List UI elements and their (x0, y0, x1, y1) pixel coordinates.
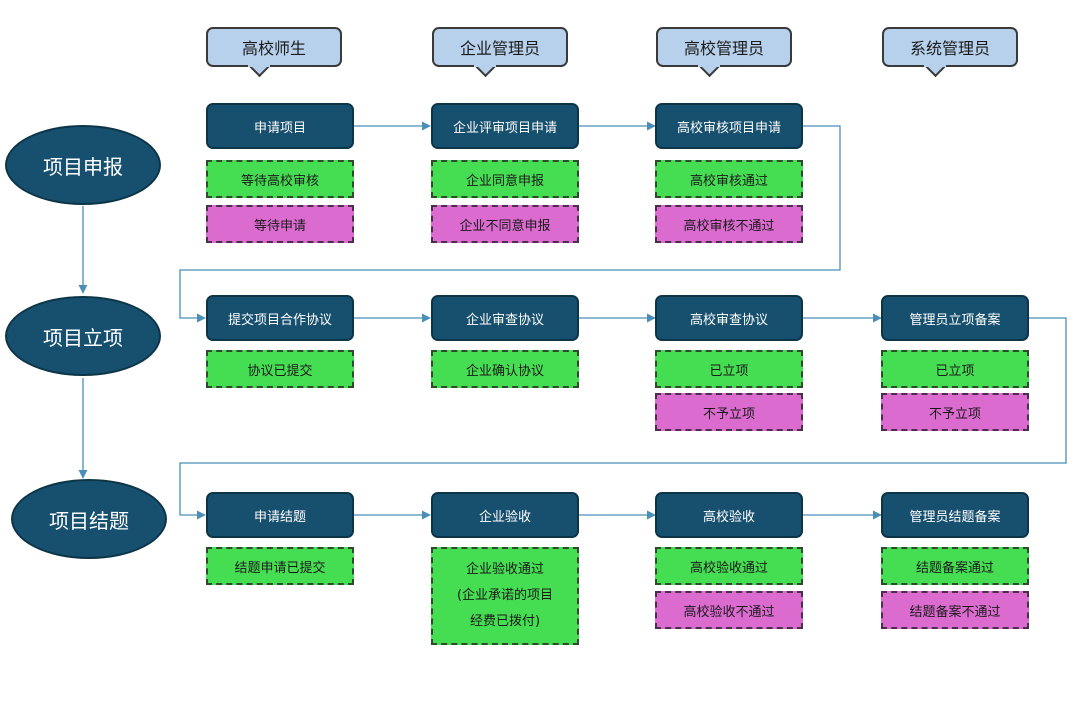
step-enterprise-review-application: 企业评审项目申请 (431, 103, 579, 149)
status-awaiting-application: 等待申请 (206, 205, 354, 243)
role-header-system-admin: 系统管理员 (882, 27, 1018, 67)
status-enterprise-confirms-agreement: 企业确认协议 (431, 350, 579, 388)
step-submit-agreement: 提交项目合作协议 (206, 295, 354, 341)
connector-r1-to-r2 (179, 125, 841, 323)
phase-completion: 项目结题 (11, 479, 167, 559)
status-completion-submitted: 结题申请已提交 (206, 547, 354, 585)
status-enterprise-rejects: 企业不同意申报 (431, 205, 579, 243)
step-university-acceptance: 高校验收 (655, 492, 803, 538)
step-admin-register-project: 管理员立项备案 (881, 295, 1029, 341)
step-admin-completion-filing: 管理员结题备案 (881, 492, 1029, 538)
step-apply-completion: 申请结题 (206, 492, 354, 538)
role-header-students: 高校师生 (206, 27, 342, 67)
status-filing-failed: 结题备案不通过 (881, 591, 1029, 629)
phase-application: 项目申报 (5, 125, 161, 205)
step-enterprise-acceptance: 企业验收 (431, 492, 579, 538)
status-university-approves: 高校审核通过 (655, 160, 803, 198)
role-header-label: 高校师生 (241, 39, 306, 58)
connector-r2-to-r3 (179, 317, 1067, 520)
step-enterprise-review-agreement: 企业审查协议 (431, 295, 579, 341)
status-university-rejects: 高校审核不通过 (655, 205, 803, 243)
role-header-label: 企业管理员 (459, 39, 540, 58)
status-university-not-established: 不予立项 (655, 393, 803, 431)
step-university-review-application: 高校审核项目申请 (655, 103, 803, 149)
status-university-acceptance-failed: 高校验收不通过 (655, 591, 803, 629)
step-university-review-agreement: 高校审查协议 (655, 295, 803, 341)
status-university-acceptance-passed: 高校验收通过 (655, 547, 803, 585)
phase-establishment: 项目立项 (5, 296, 161, 376)
status-filing-passed: 结题备案通过 (881, 547, 1029, 585)
status-enterprise-approves: 企业同意申报 (431, 160, 579, 198)
status-agreement-submitted: 协议已提交 (206, 350, 354, 388)
status-university-established: 已立项 (655, 350, 803, 388)
status-admin-not-established: 不予立项 (881, 393, 1029, 431)
status-awaiting-university-review: 等待高校审核 (206, 160, 354, 198)
role-header-enterprise-admin: 企业管理员 (432, 27, 568, 67)
role-header-university-admin: 高校管理员 (656, 27, 792, 67)
status-enterprise-acceptance-passed: 企业验收通过 (企业承诺的项目 经费已拨付) (431, 547, 579, 645)
step-apply-project: 申请项目 (206, 103, 354, 149)
role-header-label: 系统管理员 (909, 39, 990, 58)
role-header-label: 高校管理员 (683, 39, 764, 58)
status-admin-established: 已立项 (881, 350, 1029, 388)
